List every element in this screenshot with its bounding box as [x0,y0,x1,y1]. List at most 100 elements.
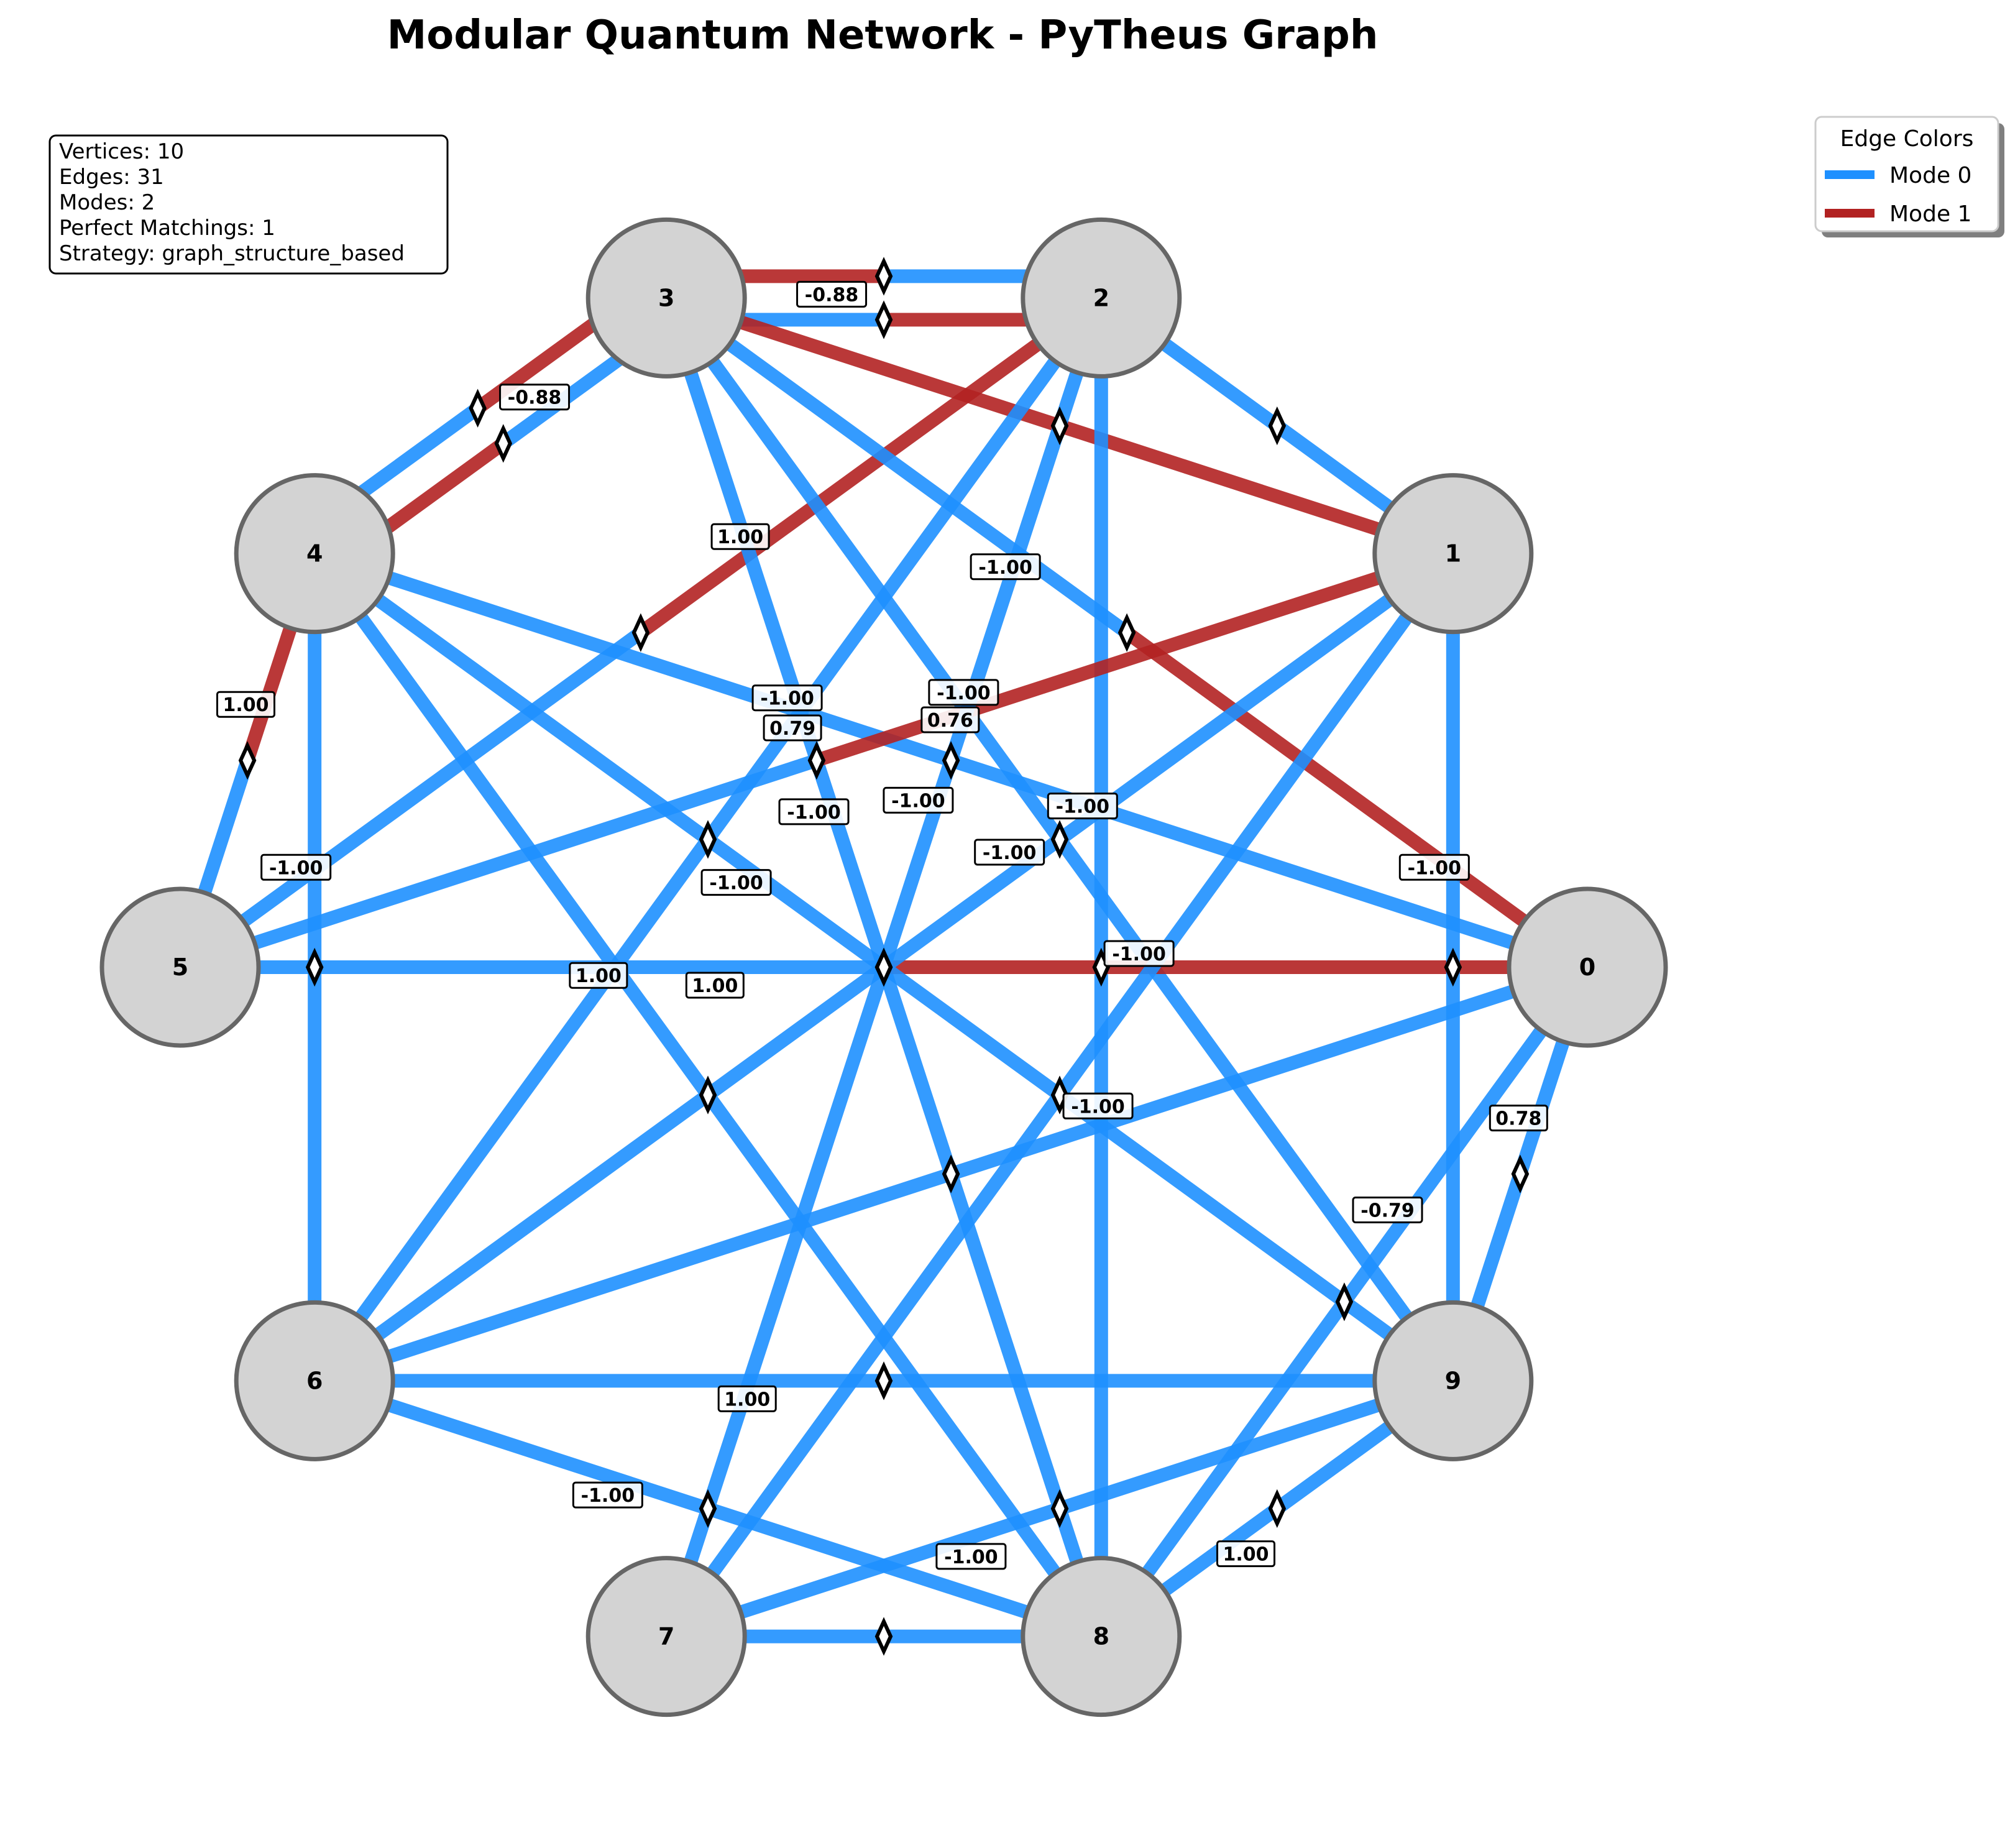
legend-label-mode-0: Mode 0 [1889,163,1971,188]
info-box: Vertices: 10 Edges: 31 Modes: 2 Perfect … [48,134,449,275]
edge-half-3-8-a [659,296,891,970]
edge-half-3-8-b [877,965,1108,1639]
edge-half-2-5-a [636,292,1106,638]
weight-label: -1.00 [935,1543,1007,1570]
weight-label-text: -1.00 [760,688,814,710]
legend: Edge Colors Mode 0 Mode 1 [1814,116,2004,237]
weight-label: 0.76 [920,706,980,733]
edge-diamond-marker [699,1075,717,1115]
vertex-label: 6 [306,1367,323,1394]
weight-label-box [216,691,276,718]
vertex-circle [1372,473,1534,635]
edge-2-5 [176,292,1106,973]
weight-label: 1.00 [710,523,770,550]
edge-diamond-marker [1050,406,1069,446]
weight-label-box [974,839,1045,866]
weight-label: -1.00 [751,684,823,712]
weight-label: 1.00 [216,691,276,718]
vertex-label: 4 [306,540,323,568]
weight-label-text: -1.00 [269,857,323,879]
weight-label-box [1047,793,1118,820]
edge-diamond-marker [1050,820,1069,859]
vertex-6: 6 [234,1300,395,1461]
vertex-5: 5 [99,886,261,1048]
weight-label: -1.00 [1103,940,1175,967]
weight-label-box [685,972,745,999]
weight-label-box [778,798,850,825]
weight-label: -1.00 [260,853,332,881]
edge-diamond-marker [942,1154,960,1193]
edge-diamond-marker [1268,1489,1287,1529]
vertex-label: 8 [1093,1623,1109,1650]
vertex-0: 0 [1507,886,1668,1048]
weight-label-box [928,679,999,706]
edge-diamond-marker [469,388,487,428]
weight-label: -0.88 [796,280,868,308]
edge-half-3-9-a [661,293,1065,844]
weight-label-box [920,706,980,733]
legend-title: Edge Colors [1840,126,1974,152]
vertex-3: 3 [585,217,747,379]
edge-half-1-5-b [178,753,819,974]
edge-half-3-0-b [1122,627,1592,973]
edge-1-6 [310,548,1457,1387]
vertex-circle [99,886,261,1048]
weight-label-text: 0.76 [927,710,973,732]
vertex-label: 5 [172,954,188,981]
edge-diamond-marker [1050,1489,1069,1529]
edge-half-4-8-b [702,1091,1107,1641]
weight-label-text: -0.79 [1361,1200,1414,1221]
edge-diamond-marker [874,1617,893,1656]
weight-label: -1.00 [778,798,850,825]
weight-label-box [1062,1092,1134,1119]
weight-label-box [499,384,571,411]
edge-half-1-7-a [1054,549,1459,1100]
vertex-label: 1 [1445,540,1461,568]
weight-label-text: -0.88 [508,387,561,409]
edge-diamond-marker [631,613,650,652]
weight-labels-layer: -0.88 -0.88 1.00 -1.00 -1.00 1.00 -1.00 0.76 0.7… [216,280,1548,1570]
edge-half-4-9-b [879,962,1457,1387]
weight-label-text: 0.78 [1495,1108,1541,1130]
weight-label-box [935,1543,1007,1570]
vertex-4: 4 [234,473,395,635]
weight-label-box [763,714,822,742]
weight-label-text: -1.00 [787,802,840,824]
weight-label-text: 1.00 [1223,1544,1269,1566]
vertex-label: 9 [1445,1367,1461,1394]
edge-2-6 [309,293,1107,1385]
weight-label-text: 0.79 [769,718,815,740]
weight-label-text: -1.00 [1112,944,1165,965]
weight-label-text: -1.00 [891,790,945,812]
edge-diamond-marker [874,257,893,296]
weight-label: -1.00 [928,679,999,706]
weight-label-text: -0.88 [805,284,858,306]
weight-label: -1.00 [970,553,1041,581]
weight-label-text: -1.00 [1408,857,1461,879]
edge-diamond-marker [494,424,513,463]
edge-diamond-marker [874,300,893,339]
edge-diamond-marker [1511,1154,1530,1193]
weight-label-text: -1.00 [944,1547,998,1568]
legend-frame [1814,116,1999,232]
weight-label-text: -1.00 [1056,796,1109,818]
vertex-label: 0 [1579,954,1595,981]
weight-label-box [1352,1196,1423,1223]
edge-diamond-marker [1335,1282,1354,1322]
vertex-circle [234,1300,395,1461]
edge-0-6 [312,960,1590,1387]
weight-label-text: 1.00 [223,694,268,716]
weight-label: -1.00 [700,869,772,896]
edge-diamond-marker [699,1489,717,1529]
vertex-1: 1 [1372,473,1534,635]
edge-half-3-0-a [662,292,1131,638]
info-strategy: Strategy: graph_structure_based [59,241,405,266]
weight-label-box [1489,1105,1548,1132]
vertex-circle [1507,886,1668,1048]
edge-diamond-marker [699,820,717,859]
weight-label-text: 1.00 [717,526,763,548]
weight-label-text: 1.00 [692,975,738,997]
vertex-circle [234,473,395,635]
edge-4-8 [309,549,1107,1641]
